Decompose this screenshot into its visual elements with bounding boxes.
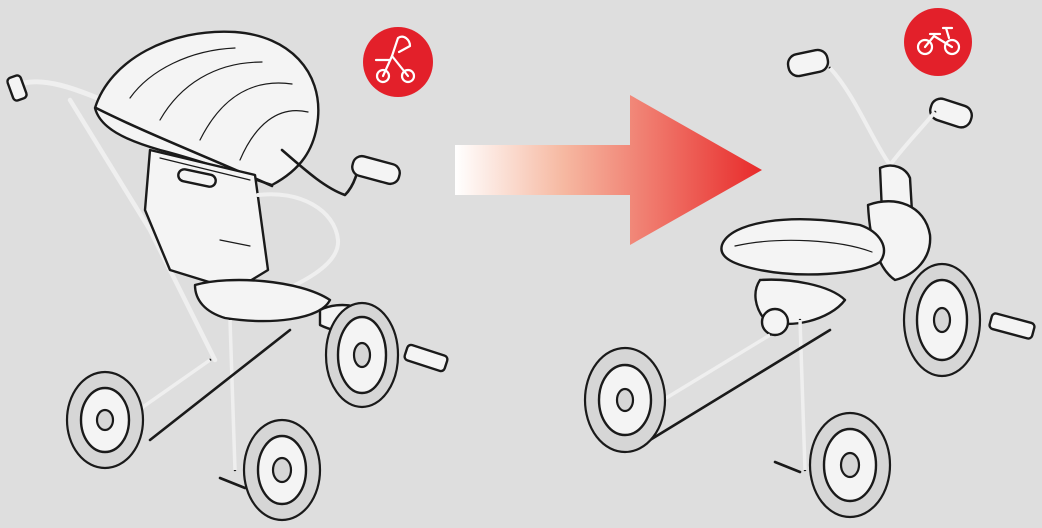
balance-bike-illustration [583,48,1036,519]
transform-arrow-icon [455,95,762,245]
stroller-mode-badge [363,27,433,97]
balance-bike-icon [916,26,961,56]
stroller-trike-illustration [6,30,449,522]
bike-mode-badge [904,8,972,76]
stroller-trike-icon [374,35,416,84]
